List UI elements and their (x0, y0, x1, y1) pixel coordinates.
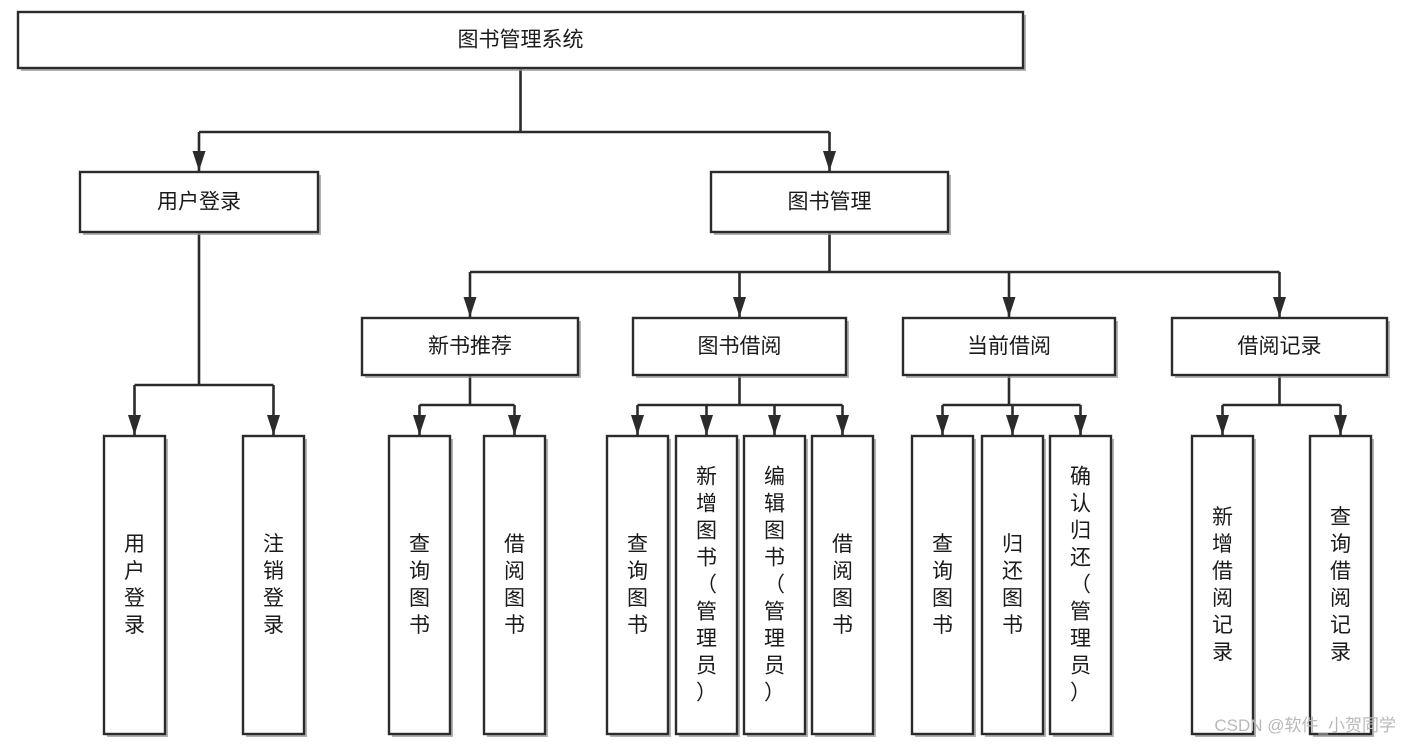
node-leaf-query-book-1[interactable]: 查询图书 (387, 434, 453, 737)
arrow-head-icon (1216, 415, 1229, 435)
node-label: 新增图书（管理员） (696, 466, 717, 705)
box-outline (482, 434, 547, 736)
node-leaf-borrow-book-1[interactable]: 借阅图书 (482, 434, 548, 737)
node-leaf-borrow-book-2[interactable]: 借阅图书 (810, 434, 876, 737)
node-leaf-logout[interactable]: 注销登录 (241, 434, 307, 737)
box-outline (16, 10, 1025, 70)
box-outline (360, 316, 580, 377)
connector-layer (128, 68, 1347, 435)
box-outline (605, 434, 670, 736)
node-label: 归还图书 (1002, 533, 1023, 637)
box-outline (980, 434, 1045, 736)
node-leaf-query-book-2[interactable]: 查询图书 (605, 434, 671, 737)
node-leaf-query-book-3[interactable]: 查询图书 (910, 434, 976, 737)
arrow-head-icon (936, 415, 949, 435)
node-label: 图书管理 (788, 191, 872, 214)
box-outline (1308, 434, 1373, 736)
node-leaf-user-login[interactable]: 用户登录 (102, 434, 168, 737)
node-label: 查询图书 (627, 533, 648, 637)
node-book-borrow[interactable]: 图书借阅 (631, 316, 849, 378)
node-leaf-add-record[interactable]: 新增借阅记录 (1190, 434, 1256, 737)
node-leaf-query-record[interactable]: 查询借阅记录 (1308, 434, 1374, 737)
arrow-head-icon (192, 151, 206, 171)
node-leaf-edit-book[interactable]: 编辑图书（管理员） (742, 434, 808, 737)
node-label: 查询借阅记录 (1330, 506, 1351, 664)
node-borrow-record[interactable]: 借阅记录 (1170, 316, 1390, 378)
arrow-head-icon (1334, 415, 1347, 435)
csdn-watermark: CSDN @软件_小贺同学 (1214, 716, 1396, 735)
node-current-borrow[interactable]: 当前借阅 (901, 316, 1118, 378)
arrow-head-icon (1074, 415, 1087, 435)
box-outline (241, 434, 306, 736)
node-label: 注销登录 (263, 533, 284, 637)
arrow-head-icon (463, 297, 477, 317)
arrow-head-icon (733, 297, 746, 317)
box-outline (742, 434, 807, 736)
box-outline (1190, 434, 1255, 736)
arrow-head-icon (823, 151, 836, 171)
arrow-head-icon (1273, 297, 1286, 317)
node-label: 查询图书 (932, 533, 953, 637)
node-new-book-recommend[interactable]: 新书推荐 (360, 316, 581, 378)
node-label: 图书管理系统 (458, 29, 584, 52)
node-label: 编辑图书（管理员） (764, 466, 785, 705)
box-outline (1170, 316, 1389, 377)
node-label: 查询图书 (409, 533, 430, 637)
box-outline (78, 170, 320, 234)
node-label: 新增借阅记录 (1212, 506, 1233, 664)
box-outline (709, 170, 950, 234)
node-label: 图书借阅 (698, 335, 782, 358)
box-outline (901, 316, 1117, 377)
node-label: 借阅图书 (504, 533, 525, 637)
box-outline (910, 434, 975, 736)
node-label: 借阅图书 (832, 533, 853, 637)
box-outline (674, 434, 739, 736)
box-outline (387, 434, 452, 736)
node-leaf-confirm-return[interactable]: 确认归还（管理员） (1048, 434, 1114, 737)
node-label: 新书推荐 (428, 335, 512, 358)
node-label: 用户登录 (124, 533, 145, 637)
node-label: 借阅记录 (1238, 335, 1322, 358)
node-label: 当前借阅 (967, 335, 1051, 358)
node-root-system[interactable]: 图书管理系统 (16, 10, 1026, 71)
arrow-head-icon (413, 415, 426, 435)
arrow-head-icon (1006, 415, 1019, 435)
box-outline (810, 434, 875, 736)
arrow-head-icon (768, 415, 781, 435)
arrow-head-icon (267, 415, 280, 435)
node-label: 用户登录 (157, 191, 241, 214)
box-outline (1048, 434, 1113, 736)
arrow-head-icon (631, 415, 644, 435)
arrow-head-icon (700, 415, 713, 435)
node-leaf-return-book[interactable]: 归还图书 (980, 434, 1046, 737)
arrow-head-icon (128, 415, 141, 435)
node-book-manage[interactable]: 图书管理 (709, 170, 951, 235)
node-user-login[interactable]: 用户登录 (78, 170, 321, 235)
arrow-head-icon (836, 415, 849, 435)
box-outline (102, 434, 167, 736)
arrow-head-icon (1002, 297, 1016, 317)
box-outline (631, 316, 848, 377)
node-leaf-add-book[interactable]: 新增图书（管理员） (674, 434, 740, 737)
node-layer: 图书管理系统用户登录图书管理新书推荐图书借阅当前借阅借阅记录用户登录注销登录查询… (16, 10, 1390, 737)
node-label: 确认归还（管理员） (1070, 466, 1091, 705)
arrow-head-icon (508, 415, 521, 435)
